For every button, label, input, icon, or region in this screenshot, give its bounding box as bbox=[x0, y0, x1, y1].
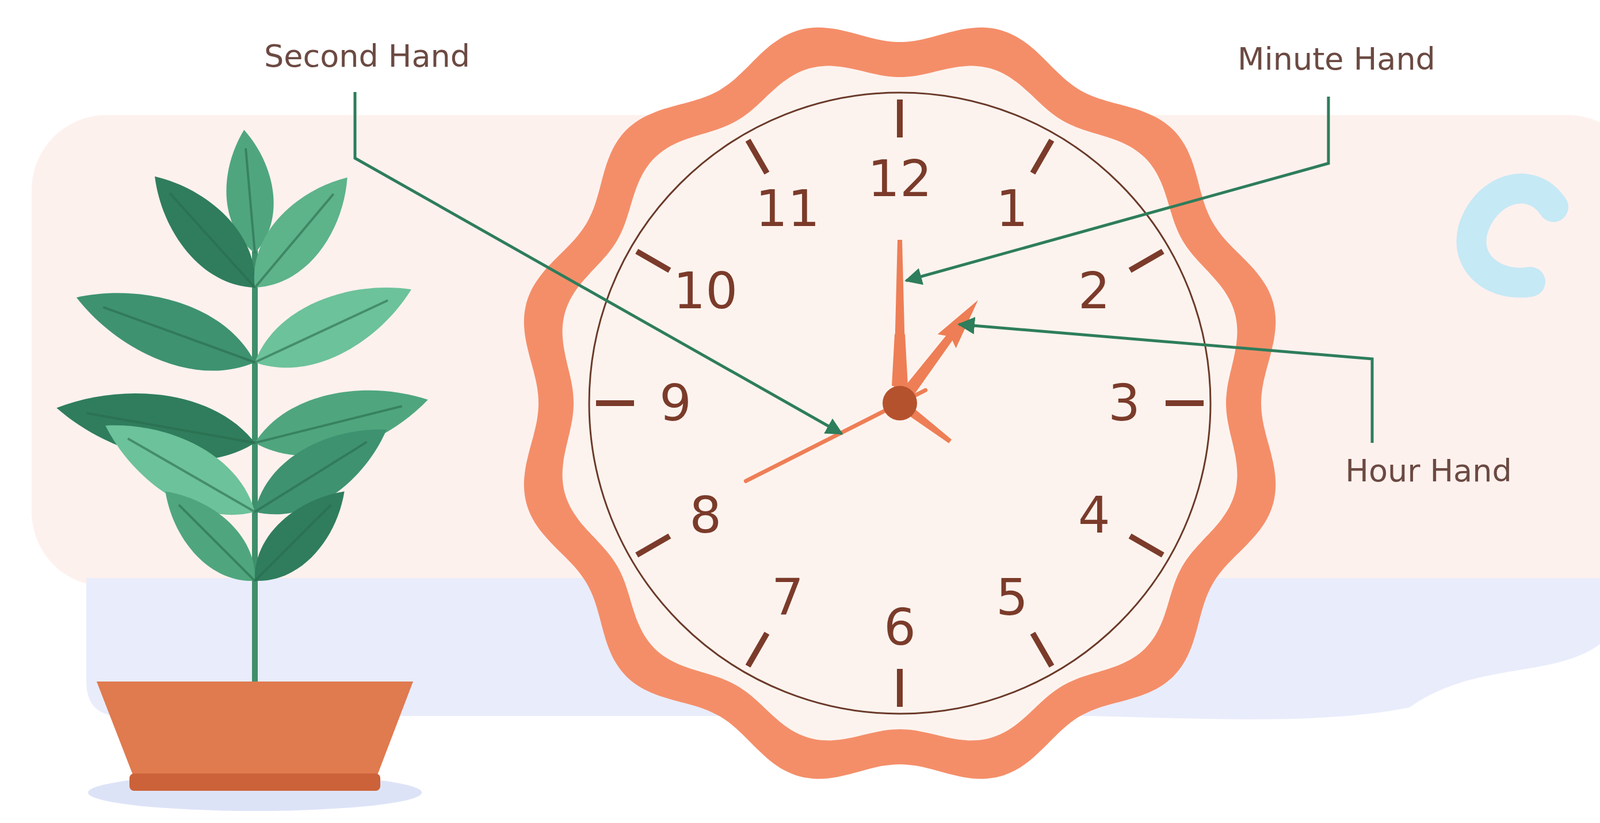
hour-tick bbox=[1129, 251, 1163, 271]
pot-shadow bbox=[88, 774, 422, 812]
leaf-blade bbox=[66, 269, 266, 392]
clock-number: 5 bbox=[995, 572, 1029, 624]
plant-leaf bbox=[149, 475, 272, 598]
leaf-blade bbox=[149, 475, 272, 598]
leaf-vein bbox=[254, 505, 331, 582]
hour-tick bbox=[596, 400, 635, 407]
clock-number: 9 bbox=[659, 377, 692, 429]
decor-swirl bbox=[1471, 188, 1554, 284]
leaf-vein bbox=[254, 441, 368, 513]
dial-circle bbox=[589, 92, 1211, 714]
hour-tick bbox=[747, 140, 767, 174]
leaf-vein bbox=[169, 193, 255, 288]
clock-rim bbox=[524, 27, 1276, 780]
leaf-vein bbox=[254, 193, 334, 288]
clock-number: 4 bbox=[1078, 490, 1111, 541]
hour-tick bbox=[1129, 536, 1163, 556]
hour-tick bbox=[747, 633, 767, 667]
clock-number: 6 bbox=[883, 602, 916, 654]
leaf-vein bbox=[102, 307, 255, 363]
clock-face bbox=[562, 66, 1238, 742]
plant-pot bbox=[96, 681, 414, 777]
hour-tick bbox=[636, 536, 670, 556]
leaf-vein bbox=[178, 505, 255, 582]
clock-number: 8 bbox=[689, 490, 722, 541]
clock-number: 7 bbox=[771, 572, 804, 624]
hand-label: Second Hand bbox=[264, 40, 471, 72]
plant-leaf bbox=[66, 269, 266, 392]
leader-line bbox=[354, 92, 842, 434]
hand-label: Minute Hand bbox=[1237, 43, 1436, 75]
minute-hand bbox=[891, 239, 908, 398]
clock-number: 2 bbox=[1078, 265, 1111, 317]
plant-leaf bbox=[135, 158, 275, 306]
clock-number: 10 bbox=[673, 265, 738, 317]
clock-number: 3 bbox=[1108, 377, 1141, 429]
leader-line bbox=[959, 324, 1373, 444]
plant-stem bbox=[251, 241, 258, 685]
clock-number: 12 bbox=[867, 153, 933, 205]
hour-tick bbox=[636, 251, 670, 271]
center-pin bbox=[882, 386, 918, 421]
leaf-blade bbox=[238, 475, 361, 598]
hour-tick bbox=[1032, 633, 1052, 667]
plant-leaf bbox=[242, 263, 424, 389]
leaf-blade bbox=[242, 263, 424, 389]
hour-tick bbox=[896, 669, 903, 708]
hour-tick bbox=[896, 99, 903, 138]
plant-leaf bbox=[238, 475, 361, 598]
leaf-vein bbox=[254, 300, 388, 363]
leaf-vein bbox=[245, 148, 255, 254]
leaf-blade bbox=[234, 160, 368, 305]
pot-base bbox=[129, 773, 381, 792]
hand-label: Hour Hand bbox=[1345, 455, 1512, 487]
hour-tick bbox=[1032, 140, 1052, 174]
leaf-blade bbox=[135, 158, 275, 306]
plant-leaf bbox=[234, 160, 368, 305]
hour-hand bbox=[897, 293, 988, 402]
clock-number: 1 bbox=[995, 183, 1029, 235]
leader-line bbox=[906, 96, 1329, 281]
hour-tick bbox=[1165, 400, 1204, 407]
clock-number: 11 bbox=[755, 183, 820, 235]
